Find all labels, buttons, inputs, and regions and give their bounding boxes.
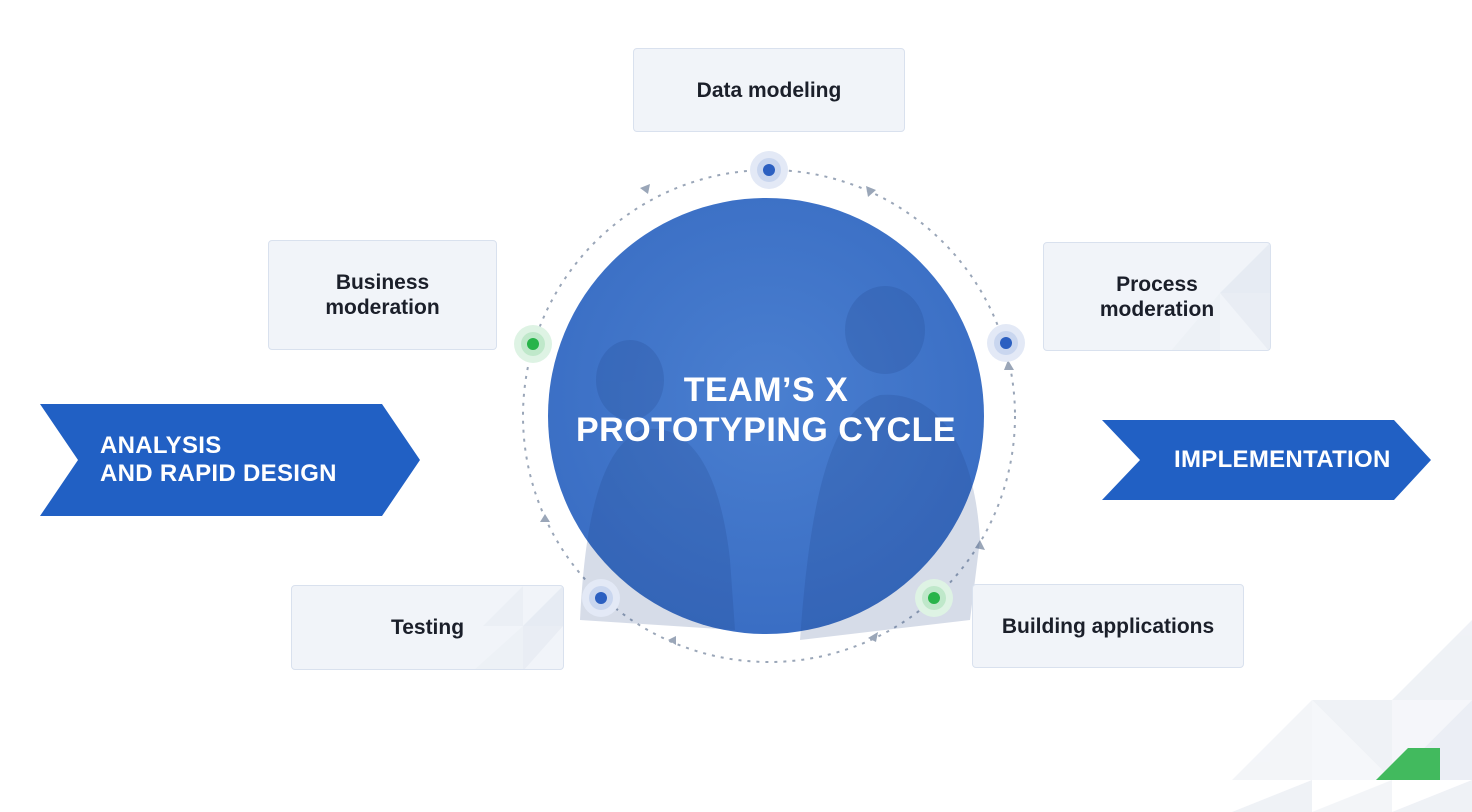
- step-data-modeling: Data modeling: [633, 48, 905, 132]
- implementation-arrow: [1102, 420, 1431, 500]
- photo-silhouettes: [580, 286, 980, 640]
- box-pattern: [1171, 243, 1270, 350]
- cycle-ring: [522, 169, 1016, 663]
- box-pattern: [475, 586, 563, 669]
- analysis-label: ANALYSIS AND RAPID DESIGN: [100, 432, 337, 488]
- step-label: Process moderation: [1099, 272, 1215, 321]
- step-label: Building applications: [1001, 614, 1215, 638]
- implementation-label-text: IMPLEMENTATION: [1174, 446, 1391, 473]
- ring-arrowheads: [540, 184, 1014, 645]
- node-testing: [582, 579, 620, 617]
- step-label: Business moderation: [325, 271, 440, 319]
- step-business-moderation: Business moderation: [268, 240, 497, 350]
- cycle-title-line2: PROTOTYPING CYCLE: [575, 411, 957, 449]
- node-building-applications: [915, 579, 953, 617]
- analysis-arrow: [40, 404, 420, 516]
- cycle-title: TEAM’S X PROTOTYPING CYCLE: [548, 370, 984, 450]
- step-label: Testing: [390, 616, 465, 639]
- analysis-label-line2: AND RAPID DESIGN: [100, 460, 337, 487]
- implementation-label: IMPLEMENTATION: [1174, 446, 1391, 474]
- center-circle: [548, 198, 984, 634]
- node-process-moderation: [987, 324, 1025, 362]
- step-process-moderation: Process moderation: [1043, 242, 1271, 351]
- cycle-title-line1: TEAM’S X: [683, 371, 849, 409]
- step-label: Data modeling: [696, 78, 842, 102]
- step-testing: Testing: [291, 585, 564, 670]
- analysis-label-line1: ANALYSIS: [100, 432, 222, 459]
- step-building-applications: Building applications: [972, 584, 1244, 668]
- node-data-modeling: [750, 151, 788, 189]
- corner-pattern: [1232, 620, 1472, 812]
- node-business-moderation: [514, 325, 552, 363]
